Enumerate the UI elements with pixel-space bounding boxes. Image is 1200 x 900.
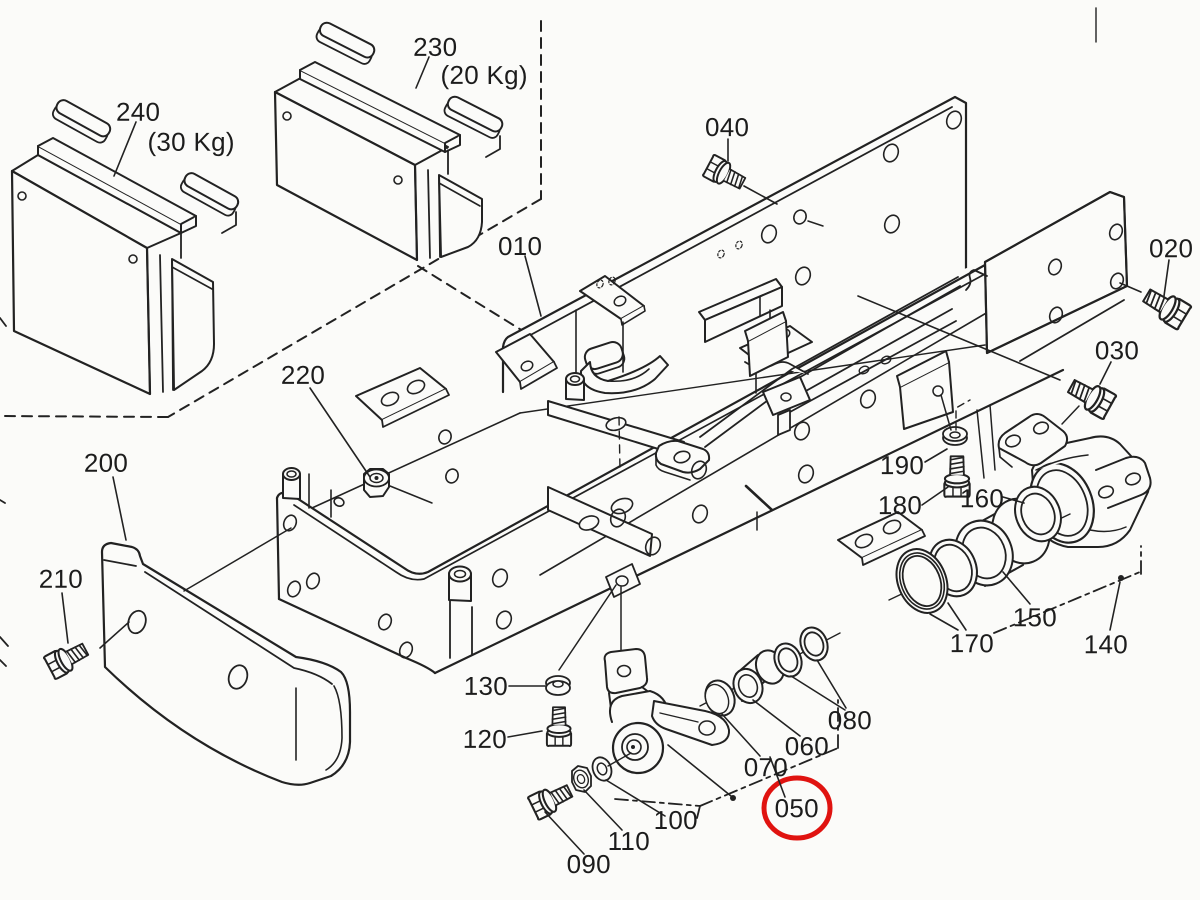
svg-text:190: 190	[880, 450, 924, 480]
svg-text:070: 070	[744, 752, 788, 782]
svg-text:040: 040	[705, 112, 749, 142]
svg-text:130: 130	[464, 671, 508, 701]
svg-text:050: 050	[775, 793, 819, 823]
svg-text:150: 150	[1013, 602, 1057, 632]
svg-text:240: 240	[116, 97, 160, 127]
svg-text:180: 180	[878, 490, 922, 520]
svg-text:090: 090	[567, 849, 611, 879]
svg-text:020: 020	[1149, 233, 1193, 263]
svg-text:110: 110	[608, 826, 650, 856]
svg-text:230: 230	[413, 32, 457, 62]
svg-text:160: 160	[960, 483, 1004, 513]
svg-text:200: 200	[84, 448, 128, 478]
svg-text:(30 Kg): (30 Kg)	[147, 127, 234, 157]
svg-text:(20 Kg): (20 Kg)	[441, 60, 528, 90]
svg-text:170: 170	[950, 628, 994, 658]
svg-text:010: 010	[498, 231, 542, 261]
svg-text:220: 220	[281, 360, 325, 390]
svg-text:030: 030	[1095, 335, 1139, 365]
svg-text:060: 060	[785, 731, 829, 761]
svg-text:140: 140	[1084, 629, 1128, 659]
svg-text:210: 210	[39, 564, 83, 594]
svg-text:080: 080	[828, 705, 872, 735]
svg-text:120: 120	[463, 724, 507, 754]
svg-text:100: 100	[654, 805, 698, 835]
